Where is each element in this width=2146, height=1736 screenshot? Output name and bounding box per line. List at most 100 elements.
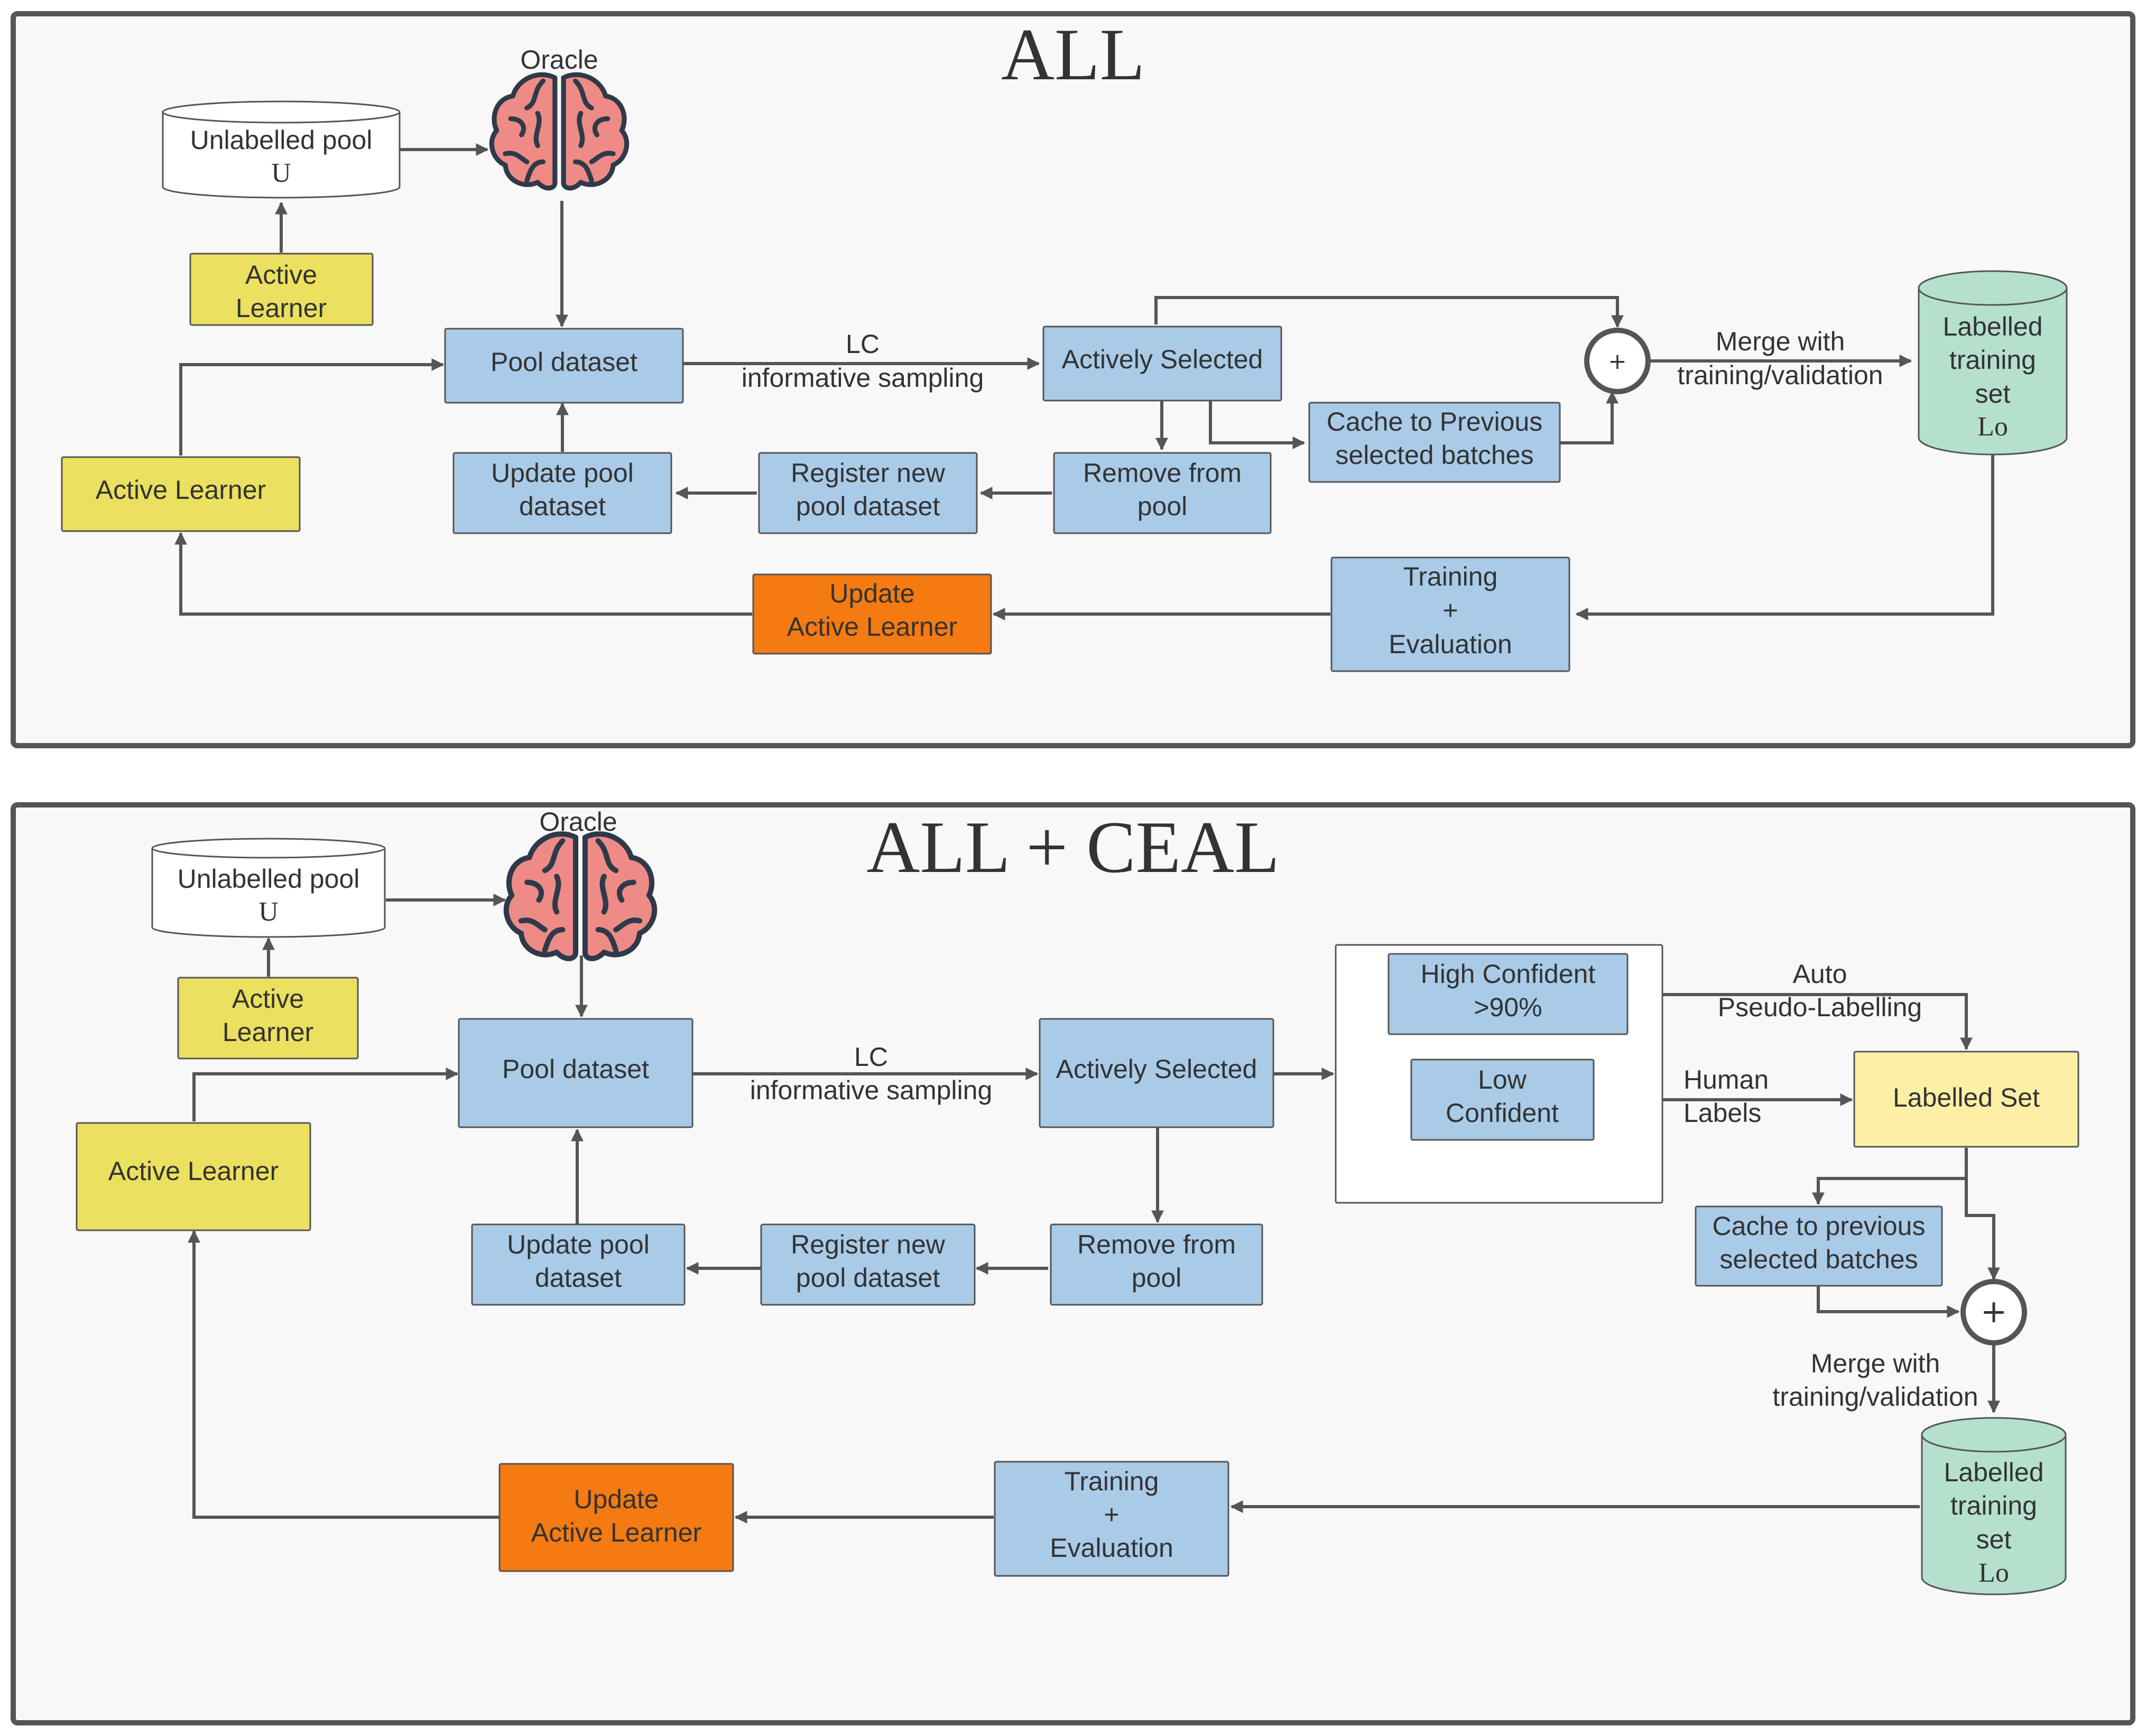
unlabelled-pool-label: Unlabelled pool: [178, 864, 360, 894]
svg-text:+: +: [1442, 596, 1458, 625]
unlabelled-pool-label: Unlabelled pool: [190, 125, 373, 155]
oracle-label: Oracle: [520, 45, 598, 75]
svg-text:+: +: [1608, 348, 1626, 374]
training-evaluation: Training + Evaluation: [994, 1461, 1229, 1577]
edge-label-lc: LC: [854, 1042, 888, 1072]
svg-text:Update pool: Update pool: [491, 458, 634, 488]
svg-text:Lo: Lo: [1978, 1558, 2009, 1588]
remove-from-pool: Remove from pool: [1053, 452, 1272, 534]
svg-text:selected batches: selected batches: [1719, 1245, 1918, 1274]
update-pool-dataset: Update pool dataset: [452, 452, 672, 534]
svg-text:Remove from: Remove from: [1077, 1230, 1236, 1259]
svg-text:pool: pool: [1137, 491, 1188, 521]
cache-previous-batches: Cache to Previous selected batches: [1308, 402, 1561, 483]
merge-plus-node: +: [1584, 328, 1651, 394]
svg-text:Labelled: Labelled: [1944, 1458, 2043, 1487]
svg-text:Active Learner: Active Learner: [108, 1156, 279, 1186]
svg-text:Active: Active: [232, 984, 304, 1014]
panel-all: ALL Oracle Unlabelled pool: [11, 11, 2135, 748]
oracle-label: Oracle: [539, 807, 617, 837]
svg-text:>90%: >90%: [1474, 992, 1542, 1022]
svg-text:Evaluation: Evaluation: [1050, 1533, 1173, 1563]
svg-text:Active Learner: Active Learner: [96, 475, 266, 505]
svg-text:Actively Selected: Actively Selected: [1062, 345, 1263, 374]
edge-label-sampling: informative sampling: [750, 1075, 993, 1105]
pool-dataset: Pool dataset: [458, 1018, 693, 1128]
svg-text:Labelled Set: Labelled Set: [1893, 1083, 2040, 1112]
svg-text:Evaluation: Evaluation: [1389, 629, 1512, 659]
svg-text:set: set: [1976, 1525, 2012, 1554]
svg-text:Update: Update: [829, 579, 914, 608]
update-active-learner: Update Active Learner: [752, 573, 992, 655]
labelled-training-set: Labelled training set Lo: [1918, 270, 2068, 456]
svg-text:Active Learner: Active Learner: [531, 1518, 701, 1547]
unlabelled-pool-symbol: U: [258, 897, 279, 927]
edge-label-pseudo-labelling: Pseudo-Labelling: [1718, 992, 1922, 1022]
active-learner-top: Active Learner: [189, 253, 374, 326]
active-learner-top: Active Learner: [177, 977, 359, 1060]
unlabelled-pool-symbol: U: [271, 158, 291, 188]
svg-text:dataset: dataset: [519, 491, 606, 521]
svg-text:training: training: [1949, 345, 2036, 375]
remove-from-pool: Remove from pool: [1050, 1223, 1263, 1306]
svg-text:Remove from: Remove from: [1083, 458, 1242, 488]
update-pool-dataset: Update pool dataset: [471, 1223, 686, 1306]
svg-text:Training: Training: [1065, 1466, 1159, 1496]
update-active-learner: Update Active Learner: [498, 1463, 734, 1572]
svg-text:+: +: [1104, 1500, 1119, 1529]
low-confident: Low Confident: [1410, 1059, 1595, 1141]
panel-all-ceal: ALL + CEAL Oracle: [11, 802, 2135, 1725]
edges-all: [174, 143, 1994, 620]
edge-label-sampling: informative sampling: [742, 363, 984, 393]
svg-text:Training: Training: [1403, 562, 1498, 591]
svg-text:Labelled: Labelled: [1942, 312, 2042, 341]
merge-plus-node: +: [1960, 1279, 2027, 1345]
svg-text:+: +: [1981, 1293, 2007, 1330]
unlabelled-pool: Unlabelled pool U: [162, 100, 401, 199]
svg-text:Update: Update: [574, 1484, 659, 1514]
svg-text:selected batches: selected batches: [1335, 440, 1533, 470]
merge-label-1: Merge with: [1811, 1349, 1940, 1378]
pool-dataset: Pool dataset: [444, 328, 684, 404]
panel-title-ceal: ALL + CEAL: [866, 806, 1279, 888]
svg-text:High Confident: High Confident: [1421, 959, 1596, 989]
training-evaluation: Training + Evaluation: [1330, 556, 1570, 672]
svg-text:pool: pool: [1132, 1263, 1182, 1293]
merge-label-2: training/validation: [1677, 360, 1883, 390]
svg-text:Cache to previous: Cache to previous: [1712, 1211, 1925, 1241]
svg-text:Update pool: Update pool: [507, 1230, 650, 1259]
svg-text:Cache to Previous: Cache to Previous: [1327, 407, 1543, 437]
active-learner: Active Learner: [61, 456, 301, 532]
svg-text:dataset: dataset: [535, 1263, 622, 1293]
edge-label-lc: LC: [846, 329, 880, 359]
svg-text:Pool dataset: Pool dataset: [491, 347, 637, 377]
svg-text:pool dataset: pool dataset: [796, 491, 940, 521]
svg-text:pool dataset: pool dataset: [796, 1263, 940, 1293]
svg-text:Actively Selected: Actively Selected: [1056, 1054, 1257, 1084]
svg-text:set: set: [1975, 379, 2011, 409]
panel-title-all: ALL: [1001, 14, 1145, 96]
svg-text:Register new: Register new: [791, 458, 946, 488]
svg-text:training: training: [1950, 1491, 2037, 1520]
svg-text:Active: Active: [245, 260, 317, 290]
svg-text:Learner: Learner: [236, 293, 327, 323]
svg-text:Low: Low: [1478, 1065, 1527, 1094]
edges-ceal: [188, 894, 2000, 1524]
edge-label-human: Human: [1684, 1065, 1769, 1094]
edge-label-auto: Auto: [1793, 959, 1847, 989]
svg-text:Learner: Learner: [223, 1017, 313, 1047]
high-confident: High Confident >90%: [1388, 953, 1629, 1035]
edge-label-labels: Labels: [1684, 1098, 1761, 1128]
merge-label-1: Merge with: [1716, 327, 1845, 356]
cache-previous-batches: Cache to previous selected batches: [1695, 1205, 1943, 1287]
register-new-pool-dataset: Register new pool dataset: [758, 452, 978, 534]
svg-text:Register new: Register new: [791, 1230, 946, 1259]
svg-text:Active Learner: Active Learner: [787, 612, 957, 642]
labelled-set: Labelled Set: [1853, 1051, 2079, 1148]
svg-text:Pool dataset: Pool dataset: [502, 1054, 649, 1084]
active-learner: Active Learner: [76, 1122, 311, 1231]
svg-text:Lo: Lo: [1977, 412, 2008, 442]
labelled-training-set: Labelled training set Lo: [1921, 1417, 2067, 1595]
